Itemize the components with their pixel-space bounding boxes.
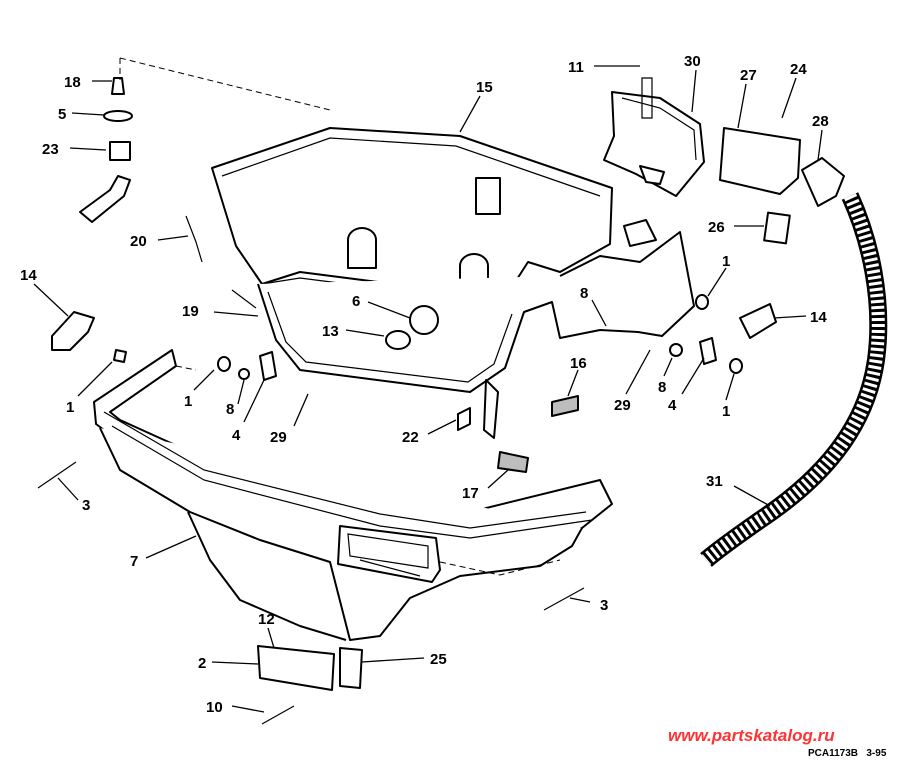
callout-1-left: 1 [66, 399, 74, 416]
callout-3-left: 3 [82, 497, 90, 514]
callout-labels: 18 5 23 20 14 19 6 13 15 11 30 27 24 28 … [20, 53, 829, 716]
callout-7: 7 [130, 553, 138, 570]
bottom-parts [37, 77, 653, 725]
callout-24: 24 [790, 61, 807, 78]
callout-8-center: 8 [580, 285, 588, 302]
callout-23: 23 [42, 141, 59, 158]
callout-1-right-top: 1 [722, 253, 730, 270]
callout-12: 12 [258, 611, 275, 628]
callout-10: 10 [206, 699, 223, 716]
watermark-text: www.partskatalog.ru [668, 726, 835, 745]
small-parts-left [79, 77, 257, 309]
callout-19: 19 [182, 303, 199, 320]
callout-13: 13 [322, 323, 339, 340]
callout-14-left: 14 [20, 267, 37, 284]
latch-left-part [51, 311, 127, 363]
callout-29-right: 29 [614, 397, 631, 414]
small-parts-right [217, 294, 777, 473]
callout-8-left: 8 [226, 401, 234, 418]
lower-cover-part [93, 349, 613, 641]
drawing-code: PCA1173B 3-95 [808, 748, 887, 759]
callout-4-right: 4 [668, 397, 677, 414]
leader-lines [33, 65, 823, 713]
dashed-reference-lines [119, 57, 561, 576]
callout-30: 30 [684, 53, 701, 70]
callout-1-mid: 1 [184, 393, 192, 410]
callout-1-right-bottom: 1 [722, 403, 730, 420]
callout-20: 20 [130, 233, 147, 250]
callout-17: 17 [462, 485, 479, 502]
callout-31: 31 [706, 473, 723, 490]
bracket-assembly-part [603, 91, 705, 247]
callout-4-left: 4 [232, 427, 241, 444]
callout-25: 25 [430, 651, 447, 668]
callout-29-left: 29 [270, 429, 287, 446]
callout-27: 27 [740, 67, 757, 84]
callout-2: 2 [198, 655, 206, 672]
callout-11: 11 [568, 59, 584, 76]
upper-cover-part [211, 127, 695, 439]
hose-part [700, 127, 888, 567]
callout-8-right: 8 [658, 379, 666, 396]
callout-3-right: 3 [600, 597, 608, 614]
callout-14-right: 14 [810, 309, 827, 326]
callout-15: 15 [476, 79, 493, 96]
callout-22: 22 [402, 429, 419, 446]
callout-5: 5 [58, 106, 66, 123]
callout-16: 16 [570, 355, 587, 372]
callout-18: 18 [64, 74, 81, 91]
callout-6: 6 [352, 293, 360, 310]
callout-28: 28 [812, 113, 829, 130]
callout-26: 26 [708, 219, 725, 236]
